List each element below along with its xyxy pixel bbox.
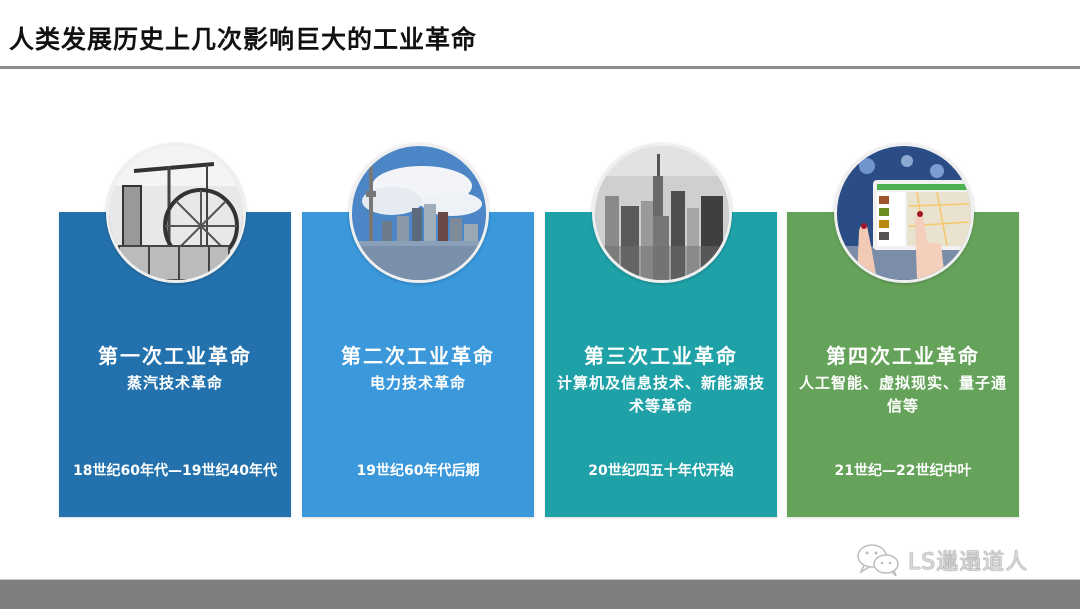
steam-engine-photo — [106, 143, 246, 283]
card-third-revolution: 第三次工业革命 计算机及信息技术、新能源技术等革命 20世纪四五十年代开始 — [545, 212, 777, 517]
page-title: 人类发展历史上几次影响巨大的工业革命 — [9, 25, 478, 54]
card-period: 19世纪60年代后期 — [356, 463, 480, 479]
city-aerial-icon — [595, 146, 729, 280]
card-description: 蒸汽技术革命 — [126, 374, 223, 392]
city-skyline-photo — [349, 143, 489, 283]
tablet-icon — [837, 146, 971, 280]
watermark: LS邋遢道人 — [856, 543, 1028, 577]
card-description: 计算机及信息技术、新能源技术等革命 — [556, 374, 765, 415]
card-period: 21世纪—22世纪中叶 — [834, 463, 972, 479]
card-heading: 第二次工业革命 — [341, 344, 495, 368]
steam-engine-icon — [109, 146, 243, 280]
card-heading: 第三次工业革命 — [584, 344, 738, 368]
card-second-revolution: 第二次工业革命 电力技术革命 19世纪60年代后期 — [302, 212, 534, 517]
card-description: 电力技术革命 — [369, 374, 466, 392]
card-heading: 第一次工业革命 — [98, 344, 252, 368]
card-period: 18世纪60年代—19世纪40年代 — [73, 463, 277, 479]
wechat-icon — [857, 544, 899, 577]
footer-bar — [0, 579, 1080, 609]
tablet-map-photo — [834, 143, 974, 283]
card-period: 20世纪四五十年代开始 — [588, 463, 734, 479]
card-description: 人工智能、虚拟现实、量子通信等 — [798, 374, 1007, 415]
watermark-text: LS邋遢道人 — [908, 550, 1029, 575]
title-divider — [0, 66, 1080, 69]
card-heading: 第四次工业革命 — [826, 344, 980, 368]
skyline-icon — [352, 146, 486, 280]
new-york-aerial-photo — [592, 143, 732, 283]
